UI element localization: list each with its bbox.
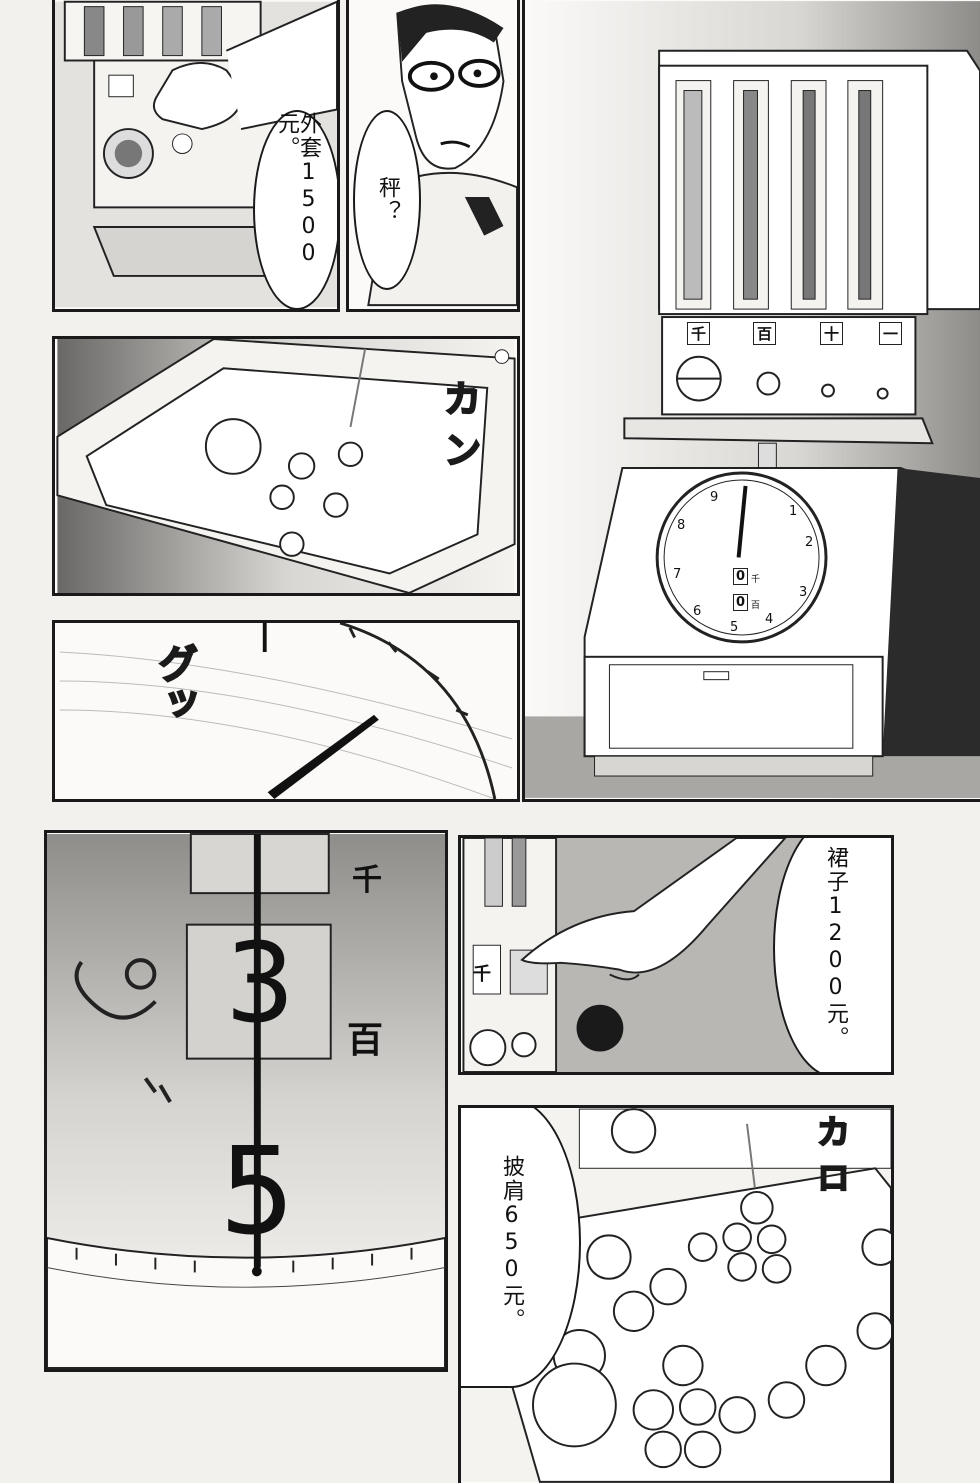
- label-thousand: 千: [687, 322, 711, 345]
- counter-label-hundred: 百: [347, 1020, 384, 1061]
- speech-bubble-shawl-price: 披肩650元。: [461, 1108, 581, 1388]
- speech-text: 裙子1200元。: [823, 846, 848, 1050]
- label-ten: 十: [820, 322, 844, 345]
- button-label-thousand: 千: [473, 964, 491, 985]
- label-one: 一: [879, 322, 903, 345]
- speech-text: 披肩650元。: [499, 1154, 524, 1332]
- counter-label-thousand: 千: [352, 863, 382, 898]
- dial-number-8: 8: [677, 518, 686, 533]
- tray-full-drawing: [461, 1108, 891, 1483]
- counter-digit-hundred: 3: [225, 919, 295, 1047]
- tray-drawing: [56, 339, 516, 593]
- gauge-closeup-drawing: [59, 623, 513, 799]
- dial-number-4: 4: [765, 612, 774, 627]
- dial-number-3: 3: [799, 585, 808, 600]
- panel-scale-machine: 千 百 十 一 1 2 3 4 5 6 7 8 9 0 千 0 百: [522, 0, 980, 802]
- speech-bubble-coat-price: 外套1500元。: [253, 110, 337, 309]
- panel-counter-closeup: 千 百 3 5 ピッ: [44, 830, 448, 1372]
- speech-text: 秤？: [375, 176, 400, 224]
- dial-number-1: 1: [789, 504, 798, 519]
- scale-machine-drawing: [525, 1, 980, 798]
- readout-thousand: 0: [733, 568, 749, 585]
- speech-bubble-scale: 秤？: [353, 110, 421, 290]
- panel-many-balls: 披肩650元。 カ ロ: [458, 1105, 894, 1483]
- speech-bubble-skirt-price: 裙子1200元。: [773, 838, 891, 1072]
- readout-hundred: 0: [733, 594, 749, 611]
- dial-number-6: 6: [693, 604, 702, 619]
- panel-balls-in-tray: カ ン: [52, 336, 520, 596]
- readout-thousand-unit: 千: [751, 575, 761, 585]
- dial-number-large: 5: [219, 1123, 296, 1262]
- panel-hand-pressing-button: 外套1500元。: [52, 0, 340, 312]
- counter-closeup-drawing: [47, 833, 445, 1369]
- panel-man-with-glasses: 秤？: [346, 0, 520, 312]
- dial-number-5: 5: [730, 620, 739, 635]
- sound-effect-kan: カ ン: [436, 378, 482, 469]
- speech-text: 外套1500元。: [274, 112, 321, 268]
- dial-number-9: 9: [710, 490, 719, 505]
- dial-number-7: 7: [673, 567, 682, 582]
- dial-number-2: 2: [805, 535, 814, 550]
- label-hundred: 百: [753, 322, 777, 345]
- sound-effect-karo: カ ロ: [809, 1113, 851, 1195]
- panel-finger-pointing: 千 裙子1200元。: [458, 835, 894, 1075]
- panel-gauge-needle: グッ: [52, 620, 520, 802]
- readout-hundred-unit: 百: [751, 601, 761, 611]
- sound-effect-gu: グッ: [150, 642, 198, 724]
